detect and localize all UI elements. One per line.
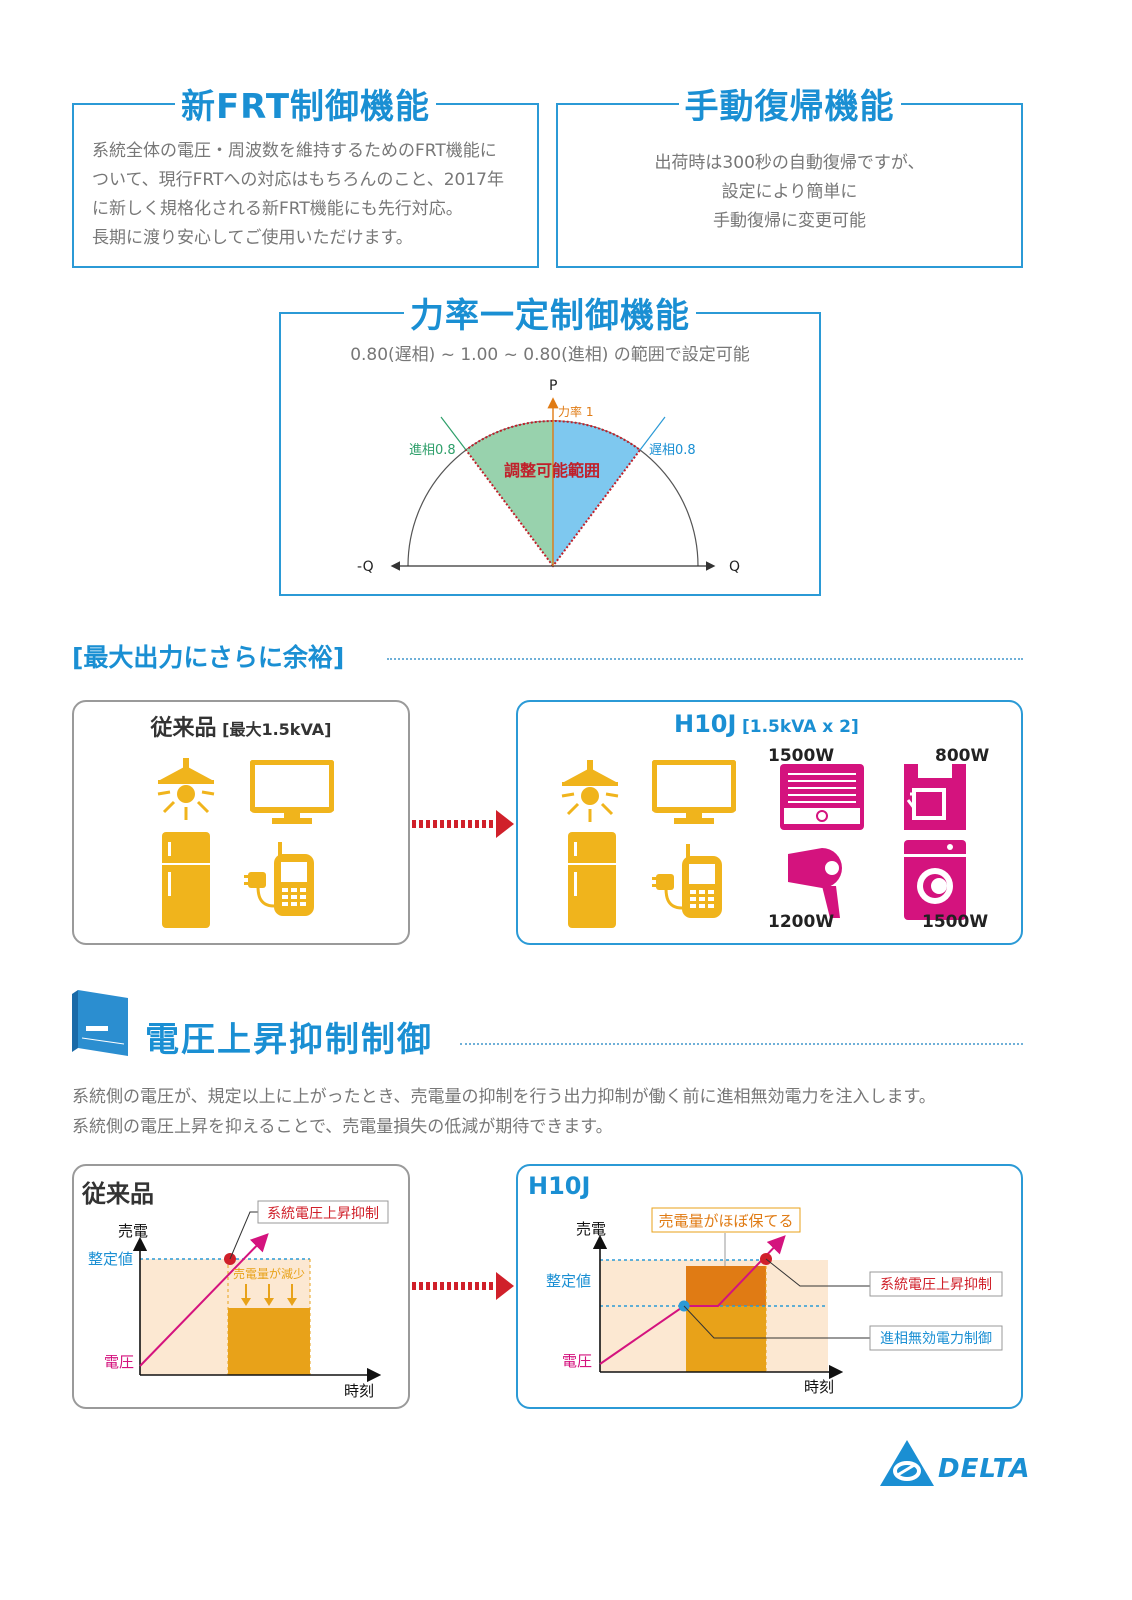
frt-line: ついて、現行FRTへの対応はもちろんのこと、2017年	[92, 170, 504, 190]
washer-watt: 1500W	[922, 912, 989, 932]
reduced-area	[228, 1308, 310, 1375]
coffee-watt: 800W	[935, 746, 990, 766]
tv-icon	[652, 760, 736, 824]
voltage-control-heading: 電圧上昇抑制制御	[145, 1020, 433, 1060]
max-output-divider	[387, 658, 1023, 660]
x-label: 時刻	[804, 1378, 834, 1396]
phone-charger-icon	[244, 842, 314, 916]
voltage-description-1: 系統側の電圧が、規定以上に上がったとき、売電量の抑制を行う出力抑制が働く前に進相…	[72, 1087, 936, 1107]
kept-area	[686, 1306, 766, 1372]
reduce-text: 売電量が減少	[233, 1266, 305, 1281]
p-axis-label: P	[549, 378, 557, 394]
manual-line: 出荷時は300秒の自動復帰ですが、	[654, 153, 925, 173]
callout-box-2	[869, 1325, 1003, 1351]
manual-reset-description: 出荷時は300秒の自動復帰ですが、 設定により簡単に 手動復帰に変更可能	[558, 149, 1021, 236]
callout-box	[257, 1200, 389, 1224]
h10j-capacity: [1.5kVA x 2]	[742, 717, 859, 737]
volt-label: 電圧	[104, 1353, 134, 1371]
manual-reset-panel: 手動復帰機能 出荷時は300秒の自動復帰ですが、 設定により簡単に 手動復帰に変…	[556, 87, 1023, 268]
dryer-watt: 1200W	[768, 912, 835, 932]
callout-text-2: 進相無効電力制御	[880, 1331, 992, 1347]
x-label: 時刻	[344, 1382, 374, 1400]
setpoint-label: 整定値	[546, 1272, 591, 1290]
power-factor-diagram: P 力率 1 進相0.8 遅相0.8 調整可能範囲 -Q Q	[357, 378, 740, 575]
lag-sector	[553, 421, 640, 566]
frt-line: 系統全体の電圧・周波数を維持するためのFRT機能に	[92, 141, 497, 161]
callout-box-1	[869, 1271, 1003, 1297]
conventional-capacity: [最大1.5kVA]	[222, 720, 332, 739]
volt-label: 電圧	[562, 1352, 592, 1370]
max-output-heading: [最大出力にさらに余裕]	[72, 643, 345, 672]
conventional-panel: 従来品 [最大1.5kVA]	[72, 700, 410, 945]
pf1-label: 力率 1	[558, 404, 593, 419]
delta-triangle-icon	[880, 1440, 934, 1486]
keep-callout-text: 売電量がほぼ保てる	[658, 1212, 793, 1230]
lead-sector	[466, 421, 553, 566]
frt-panel: 新FRT制御機能 系統全体の電圧・周波数を維持するためのFRT機能に ついて、現…	[72, 87, 539, 268]
conventional-title: 従来品	[150, 716, 217, 741]
manual-line: 手動復帰に変更可能	[713, 211, 866, 231]
h10j-panel: H10J [1.5kVA x 2] 150	[516, 700, 1023, 945]
lamp-icon	[157, 758, 215, 820]
range-label: 調整可能範囲	[504, 461, 600, 480]
lead-label: 進相0.8	[409, 443, 456, 458]
callout-text: 系統電圧上昇抑制	[267, 1206, 379, 1222]
lamp-icon	[561, 760, 619, 822]
h10j-title: H10J	[674, 710, 737, 738]
y-label: 売電	[118, 1222, 148, 1240]
voltage-description-2: 系統側の電圧上昇を抑えることで、売電量損失の低減が期待できます。	[72, 1117, 613, 1137]
power-factor-panel: 力率一定制御機能 0.80(遅相) ~ 1.00 ~ 0.80(進相) の範囲で…	[279, 296, 821, 596]
manual-reset-title: 手動復帰機能	[678, 87, 901, 127]
conventional-voltage-title: 従来品	[82, 1180, 154, 1208]
setpoint-label: 整定値	[88, 1250, 133, 1268]
manual-line: 設定により簡単に	[721, 182, 858, 202]
washing-machine-icon	[904, 840, 966, 920]
h10j-voltage-panel: H10J 売電量がほぼ保てる 系統電圧上昇抑制 進相無効電力制御 売電 整定値 …	[516, 1164, 1023, 1409]
voltage-line	[139, 1233, 269, 1367]
h10j-title-row: H10J [1.5kVA x 2]	[674, 710, 859, 738]
power-factor-subtitle: 0.80(遅相) ~ 1.00 ~ 0.80(進相) の範囲で設定可能	[350, 345, 750, 365]
lag-ray	[639, 416, 666, 451]
heater-watt: 1500W	[768, 746, 835, 766]
frt-description: 系統全体の電圧・周波数を維持するためのFRT機能に ついて、現行FRTへの対応は…	[92, 137, 532, 253]
callout-text-1: 系統電圧上昇抑制	[880, 1277, 992, 1293]
heater-icon	[780, 764, 864, 830]
coffee-maker-icon	[904, 764, 966, 830]
lead-ray	[440, 416, 467, 451]
fridge-icon	[568, 832, 616, 928]
neg-q-label: -Q	[357, 559, 374, 575]
kept-area-top	[686, 1266, 766, 1306]
conventional-title-row: 従来品 [最大1.5kVA]	[74, 710, 408, 742]
fridge-icon	[162, 832, 210, 928]
hair-dryer-icon	[788, 848, 842, 918]
range-boundary	[464, 420, 642, 568]
keep-callout-box	[651, 1207, 801, 1233]
upgrade-arrow	[412, 810, 514, 838]
frt-line: に新しく規格化される新FRT機能にも先行対応。	[92, 199, 463, 219]
conventional-voltage-chart: 系統電圧上昇抑制 売電量が減少 売電 整定値 電圧 時刻	[88, 1200, 389, 1400]
voltage-line	[599, 1235, 786, 1365]
h10j-voltage-title: H10J	[528, 1172, 591, 1200]
lag-label: 遅相0.8	[649, 443, 696, 458]
tv-icon	[250, 760, 334, 824]
y-label: 売電	[576, 1220, 606, 1238]
frt-line: 長期に渡り安心してご使用いただけます。	[92, 228, 413, 248]
delta-logo: DELTA	[880, 1440, 1032, 1488]
delta-wordmark: DELTA	[938, 1454, 1031, 1484]
power-factor-title: 力率一定制御機能	[404, 296, 696, 336]
h10j-voltage-chart: 売電量がほぼ保てる 系統電圧上昇抑制 進相無効電力制御 売電 整定値 電圧 時刻	[546, 1207, 1003, 1396]
inverter-icon	[72, 990, 128, 1056]
upgrade-arrow	[412, 1272, 514, 1300]
frt-title: 新FRT制御機能	[174, 87, 437, 127]
conventional-voltage-panel: 従来品 系統電圧上昇抑制 売電量が減少 売電 整定値 電圧 時刻	[72, 1164, 410, 1409]
phone-charger-icon	[652, 844, 722, 918]
voltage-control-divider	[460, 1043, 1023, 1045]
q-label: Q	[729, 559, 740, 575]
